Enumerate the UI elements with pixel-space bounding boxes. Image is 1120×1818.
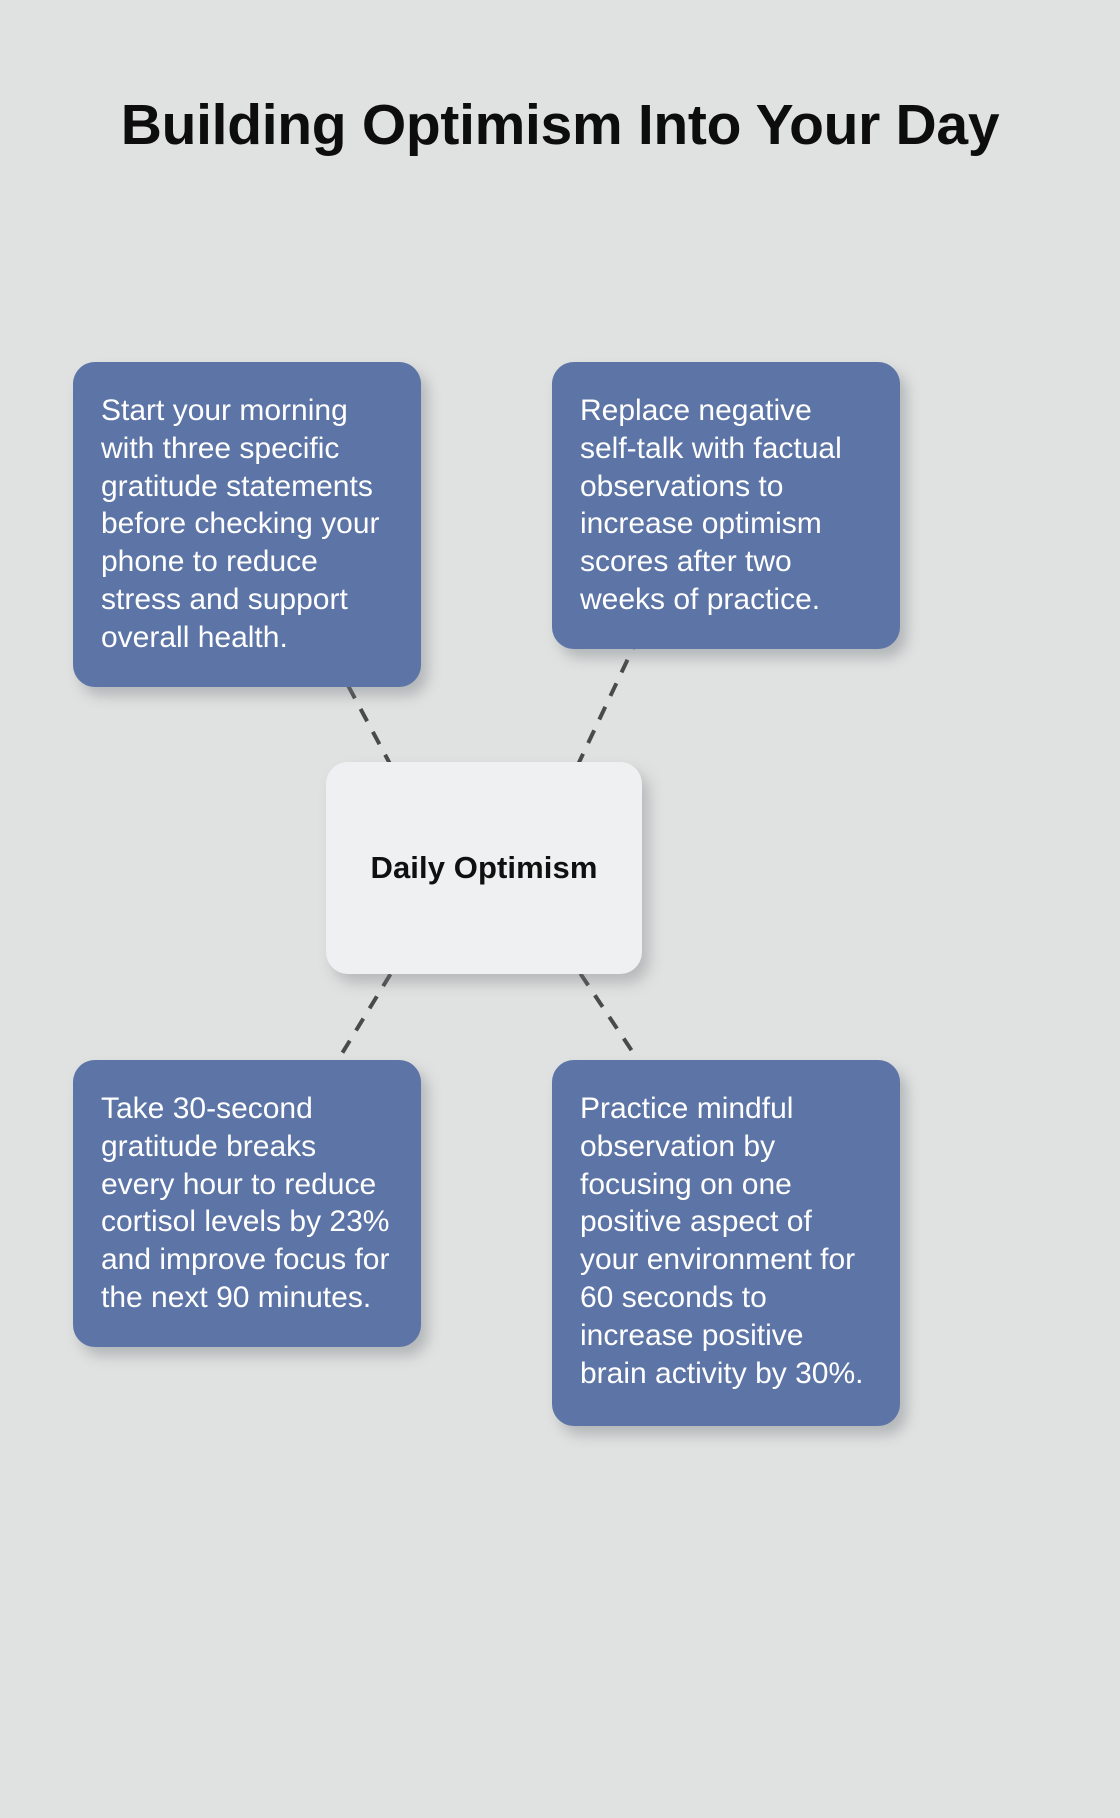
node-card-mindful-observation[interactable]: Practice mindful observation by focusing… bbox=[552, 1060, 900, 1426]
node-card-reframe-self-talk[interactable]: Replace negative self-talk with factual … bbox=[552, 362, 900, 649]
center-node[interactable]: Daily Optimism bbox=[326, 762, 642, 974]
node-card-text: Replace negative self-talk with factual … bbox=[580, 394, 842, 616]
node-card-hourly-gratitude-breaks[interactable]: Take 30-second gratitude breaks every ho… bbox=[73, 1060, 421, 1347]
node-card-text: Take 30-second gratitude breaks every ho… bbox=[101, 1092, 390, 1314]
node-card-text: Start your morning with three specific g… bbox=[101, 394, 380, 654]
center-node-label: Daily Optimism bbox=[370, 850, 598, 885]
node-card-text: Practice mindful observation by focusing… bbox=[580, 1092, 864, 1390]
page-title: Building Optimism Into Your Day bbox=[120, 93, 1000, 157]
node-card-morning-gratitude[interactable]: Start your morning with three specific g… bbox=[73, 362, 421, 687]
